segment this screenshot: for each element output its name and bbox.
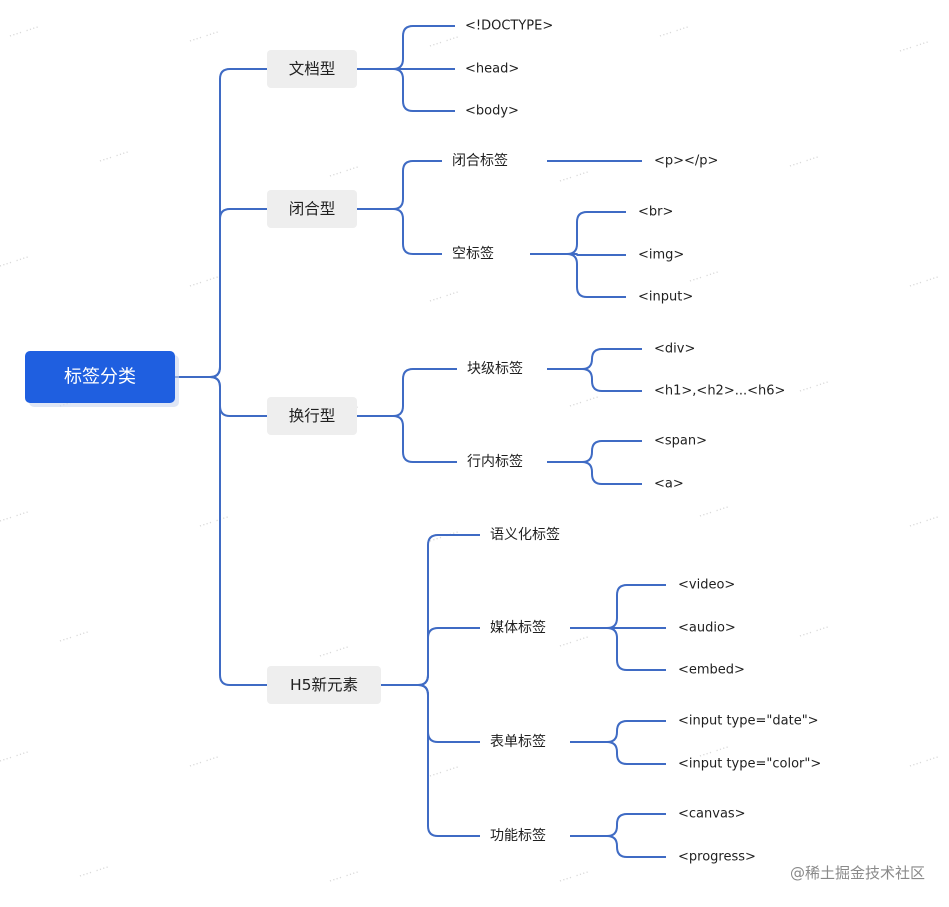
branch-node bbox=[267, 190, 357, 228]
leaf-node-label: <input type="date"> bbox=[678, 714, 819, 729]
subtopic-node-label: 表单标签 bbox=[490, 733, 546, 750]
watermark-text: @稀土掘金技术社区 bbox=[789, 864, 925, 882]
connector-child-leaf bbox=[530, 253, 626, 298]
connector-branch-child bbox=[381, 627, 480, 686]
background-watermark: ···· ···· bbox=[567, 391, 601, 413]
connector-child-leaf bbox=[570, 584, 666, 629]
background-watermark: ···· ···· bbox=[797, 376, 831, 398]
connector-branch-child bbox=[357, 68, 455, 112]
background-watermark: ···· ···· bbox=[657, 21, 691, 43]
connector-branch-child bbox=[381, 684, 480, 743]
background-watermark: ···· ···· bbox=[427, 286, 461, 308]
connector-branch-child bbox=[381, 684, 480, 837]
branch-node-label: 闭合型 bbox=[289, 200, 336, 218]
branch-node bbox=[267, 50, 357, 88]
background-watermark: ···· ···· bbox=[787, 151, 821, 173]
background-watermark: ···· ···· bbox=[0, 251, 31, 273]
subtopic-node-label: 闭合标签 bbox=[452, 152, 508, 169]
background-watermark: ···· ···· bbox=[97, 146, 131, 168]
connector-branch-child bbox=[381, 534, 480, 686]
leaf-node-label: <div> bbox=[654, 342, 695, 357]
connector-branch-child bbox=[357, 368, 457, 417]
background-watermark: ···· ···· bbox=[187, 271, 221, 293]
subtopic-node-label: 功能标签 bbox=[490, 827, 546, 844]
background-watermark: ···· ···· bbox=[557, 631, 591, 653]
leaf-node-label: <body> bbox=[465, 104, 519, 119]
connector-child-leaf bbox=[547, 348, 642, 370]
background-watermark: ···· ···· bbox=[187, 751, 221, 773]
connector-child-leaf bbox=[570, 627, 666, 671]
background-watermark: ···· ···· bbox=[0, 746, 31, 768]
subtopic-node-label: 行内标签 bbox=[467, 453, 523, 470]
connector-root-branch bbox=[175, 376, 267, 686]
branch-node bbox=[267, 397, 357, 435]
background-watermark: ···· ···· bbox=[557, 166, 591, 188]
connector-child-leaf bbox=[547, 440, 642, 463]
branch-node-label: 换行型 bbox=[289, 407, 336, 425]
background-watermark: ···· ···· bbox=[57, 626, 91, 648]
root-node bbox=[25, 351, 175, 403]
connector-child-leaf bbox=[530, 253, 626, 256]
leaf-node-label: <progress> bbox=[678, 850, 756, 865]
background-watermark: ···· ···· bbox=[797, 621, 831, 643]
background-watermark: ···· ···· bbox=[317, 641, 351, 663]
leaf-node-label: <span> bbox=[654, 434, 707, 449]
background-watermark: ···· ···· bbox=[907, 511, 941, 533]
background-watermark: ···· ···· bbox=[427, 31, 461, 53]
branch-node-label: H5新元素 bbox=[290, 676, 358, 694]
background-watermark: ···· ···· bbox=[327, 866, 361, 888]
background-watermark: ···· ···· bbox=[7, 21, 41, 43]
background-watermark: ···· ···· bbox=[327, 161, 361, 183]
connector-child-leaf bbox=[570, 720, 666, 743]
connector-branch-child bbox=[357, 160, 442, 210]
connector-child-leaf bbox=[530, 211, 626, 255]
background-watermark: ···· ···· bbox=[907, 271, 941, 293]
root-node-label: 标签分类 bbox=[64, 367, 136, 388]
subtopic-node-label: 媒体标签 bbox=[490, 619, 546, 636]
background-watermark: ···· ···· bbox=[687, 266, 721, 288]
background-watermark: ···· ···· bbox=[77, 861, 111, 883]
background-watermark: ···· ···· bbox=[897, 36, 931, 58]
leaf-node-label: <br> bbox=[638, 205, 673, 220]
leaf-node-label: <img> bbox=[638, 248, 684, 263]
branch-node-label: 文档型 bbox=[289, 60, 336, 78]
leaf-node-label: <input> bbox=[638, 290, 693, 305]
leaf-node-label: <head> bbox=[465, 62, 519, 77]
connector-branch-child bbox=[357, 415, 457, 463]
background-watermark: ···· ···· bbox=[187, 26, 221, 48]
leaf-node-label: <h1>,<h2>...<h6> bbox=[654, 384, 785, 399]
connector-child-leaf bbox=[570, 835, 666, 858]
leaf-node-label: <!DOCTYPE> bbox=[465, 19, 553, 34]
connector-child-leaf bbox=[570, 741, 666, 765]
connector-branch-child bbox=[357, 208, 442, 255]
subtopic-node-label: 空标签 bbox=[452, 245, 494, 262]
background-watermark: ···· ···· bbox=[427, 761, 461, 783]
connector-child-leaf bbox=[547, 461, 642, 485]
connector-child-leaf bbox=[547, 368, 642, 392]
background-watermark: ···· ···· bbox=[557, 866, 591, 888]
leaf-node-label: <p></p> bbox=[654, 154, 718, 169]
background-watermark: ···· ···· bbox=[907, 751, 941, 773]
background-watermark: ···· ···· bbox=[697, 501, 731, 523]
subtopic-node-label: 语义化标签 bbox=[490, 526, 560, 543]
leaf-node-label: <canvas> bbox=[678, 807, 746, 822]
background-watermark: ···· ···· bbox=[197, 511, 231, 533]
leaf-node-label: <embed> bbox=[678, 663, 745, 678]
connector-child-leaf bbox=[570, 813, 666, 837]
leaf-node-label: <video> bbox=[678, 578, 735, 593]
branch-node bbox=[267, 666, 381, 704]
leaf-node-label: <a> bbox=[654, 477, 684, 492]
leaf-node-label: <input type="color"> bbox=[678, 757, 821, 772]
leaf-node-label: <audio> bbox=[678, 621, 736, 636]
background-watermark: ···· ···· bbox=[0, 506, 31, 528]
connector-root-branch bbox=[175, 208, 267, 378]
subtopic-node-label: 块级标签 bbox=[467, 360, 523, 377]
